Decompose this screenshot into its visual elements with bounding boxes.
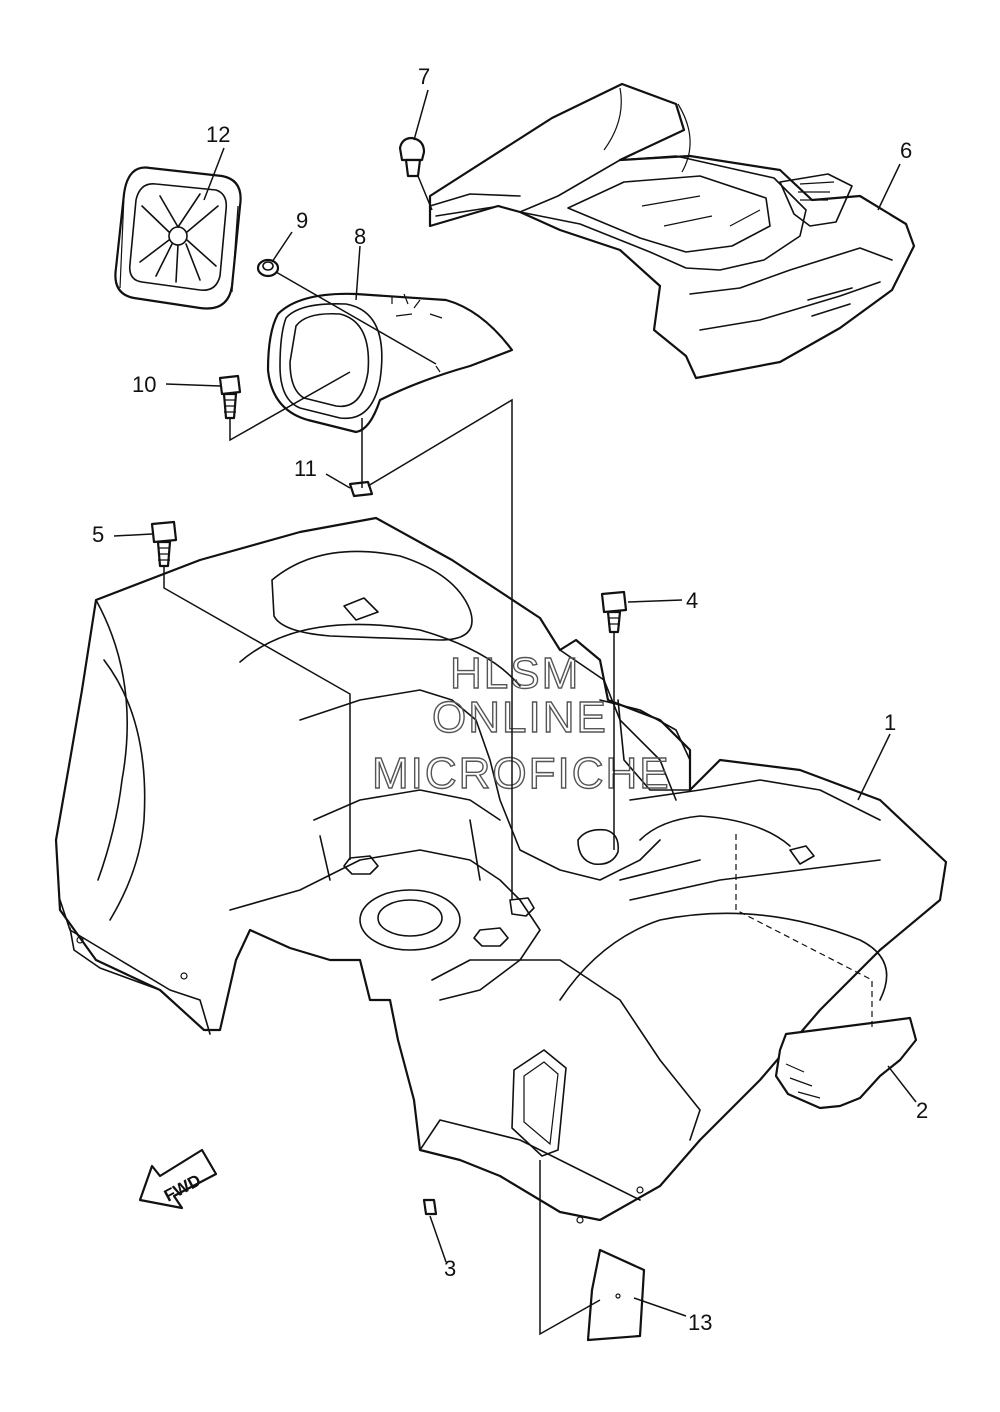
watermark-line-3: MICROFICHE xyxy=(372,749,671,798)
vent-grille-part-12 xyxy=(114,166,242,310)
callout-1: 1 xyxy=(884,710,896,735)
mud-flap-part-2 xyxy=(774,1016,918,1110)
callout-2: 2 xyxy=(916,1098,928,1123)
bolt-part-10 xyxy=(218,374,242,420)
grommet-part-9 xyxy=(256,258,280,278)
callout-7: 7 xyxy=(418,64,430,89)
callout-12: 12 xyxy=(206,122,230,147)
carrier-cover-part-6 xyxy=(428,82,916,380)
bolt-part-4 xyxy=(600,590,628,634)
callout-13: 13 xyxy=(688,1310,712,1335)
callout-3: 3 xyxy=(444,1256,456,1281)
callout-4: 4 xyxy=(686,588,698,613)
duct-cover-part-8 xyxy=(266,292,514,434)
callout-9: 9 xyxy=(296,208,308,233)
callout-10: 10 xyxy=(132,372,156,397)
label-sheet-part-13 xyxy=(586,1248,646,1342)
watermark-line-1: HLSM xyxy=(450,649,580,698)
rear-fender-part-1 xyxy=(54,516,948,1224)
leader-lines xyxy=(113,89,917,1317)
dashed-assembly-lines xyxy=(735,834,873,1030)
callout-6: 6 xyxy=(900,138,912,163)
rivet-part-7 xyxy=(398,136,426,178)
clip-part-3 xyxy=(422,1198,438,1216)
callout-numbers: 1 2 3 4 5 6 7 8 9 10 11 12 13 xyxy=(92,64,928,1335)
fwd-arrow-marker: FWD xyxy=(138,1148,218,1210)
bolt-part-5 xyxy=(150,520,178,568)
watermark: HLSM ONLINE MICROFICHE xyxy=(371,648,671,798)
callout-11: 11 xyxy=(294,456,317,481)
callout-5: 5 xyxy=(92,522,104,547)
assembly-lines xyxy=(163,175,615,1336)
watermark-line-2: ONLINE xyxy=(432,693,608,742)
callout-8: 8 xyxy=(354,224,366,249)
clip-nut-part-11 xyxy=(348,480,374,498)
